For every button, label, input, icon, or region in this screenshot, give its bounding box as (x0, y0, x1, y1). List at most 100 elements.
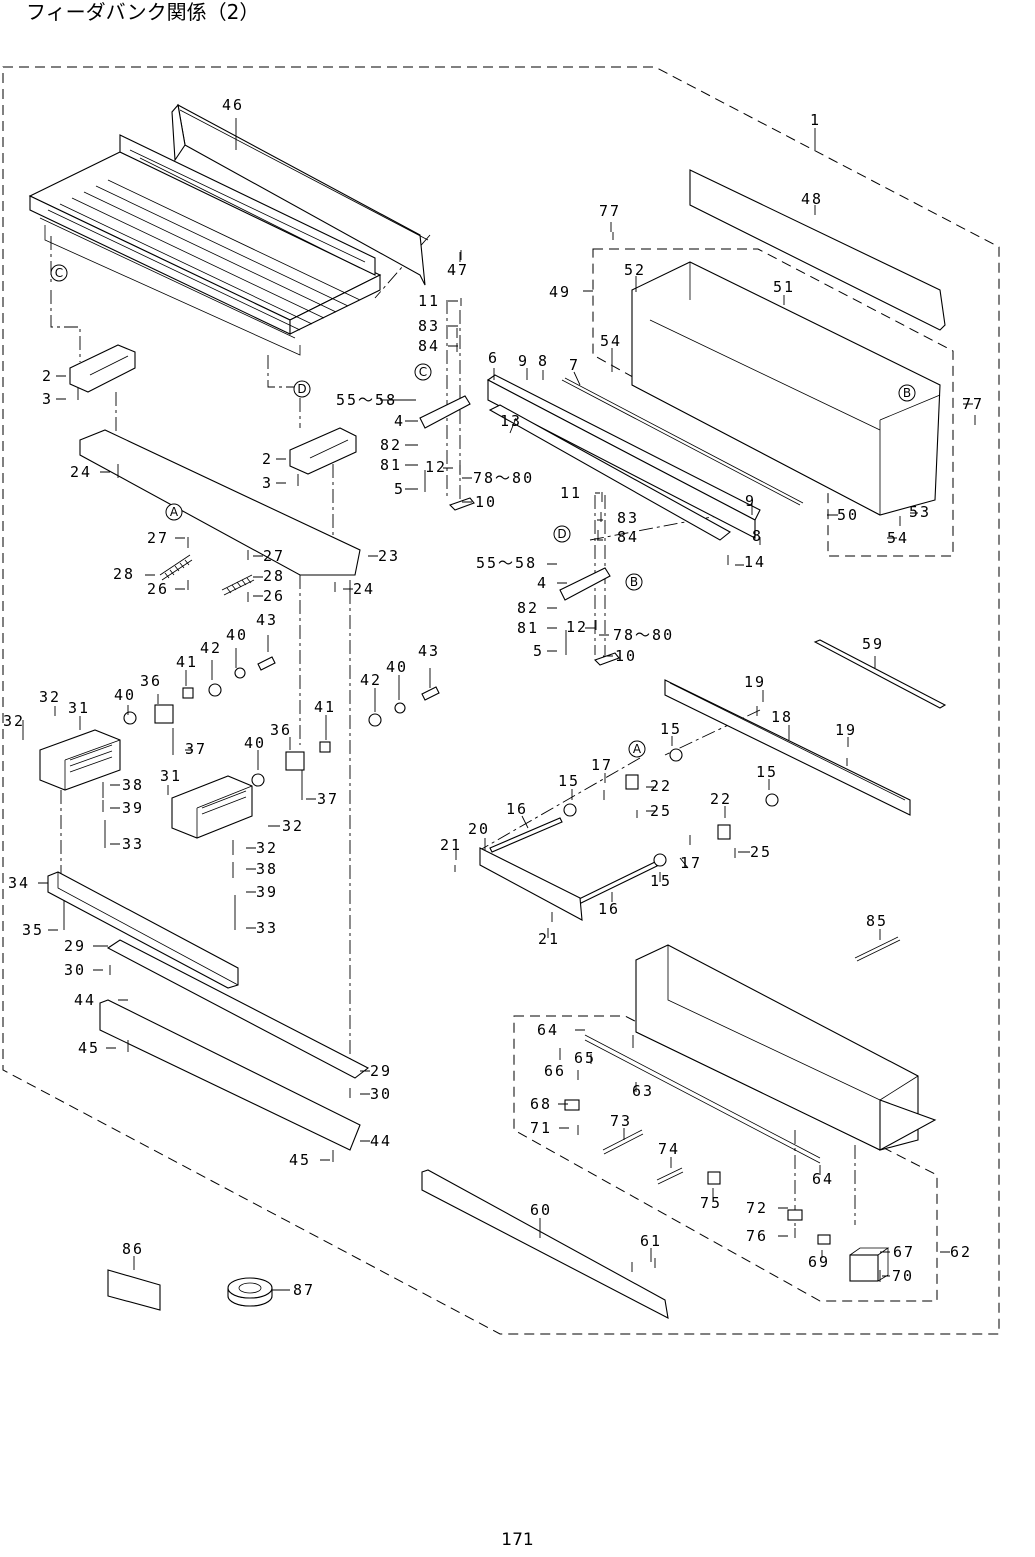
part-label: 2 (262, 450, 273, 468)
part-label: 38 (256, 860, 278, 878)
part-label: 28 (113, 565, 135, 583)
part-label: 51 (773, 278, 795, 296)
tape-87-part (227, 1277, 273, 1307)
part-label: 4 (537, 574, 548, 592)
bracket-22b (717, 824, 731, 840)
rod-85-part (854, 936, 901, 962)
bracket-22a (625, 774, 639, 790)
part-label: 86 (122, 1240, 144, 1258)
part-label: 24 (70, 463, 92, 481)
part-label: 27 (147, 529, 169, 547)
clip-75 (707, 1171, 721, 1185)
part-label: 21 (538, 930, 560, 948)
part-label: 42 (360, 671, 382, 689)
ref-marker-A-a: A (165, 503, 183, 521)
part-labels: 46 1 48 77 47 52 49 51 11 83 84 54 6 9 8… (3, 96, 982, 1299)
main-frame-part (28, 134, 382, 356)
part-label: 69 (808, 1253, 830, 1271)
part-label: 81 (517, 619, 539, 637)
part-label: 38 (122, 776, 144, 794)
part-label: 15 (650, 872, 672, 890)
part-label: 62 (950, 1243, 972, 1261)
shaft-16b-part (576, 861, 658, 905)
part-label: 9 (518, 352, 529, 370)
part-label: 50 (837, 506, 859, 524)
part-label: 31 (160, 767, 182, 785)
part-label: 68 (530, 1095, 552, 1113)
plate-10a-part (448, 497, 475, 511)
part-label: 40 (114, 686, 136, 704)
part-label: 32 (39, 688, 61, 706)
part-label: 5 (533, 642, 544, 660)
rod-7-part (561, 377, 804, 506)
ref-marker-B-b: B (625, 573, 643, 591)
svg-text:D: D (297, 382, 306, 396)
part-label: 30 (370, 1085, 392, 1103)
part-label: 12 (425, 458, 447, 476)
plate-4a-part (419, 395, 471, 429)
part-label: 83 (617, 509, 639, 527)
part-label: 42 (200, 639, 222, 657)
bracket-36-left (154, 704, 174, 724)
part-label: 19 (744, 673, 766, 691)
ref-marker-D-b: D (553, 525, 571, 543)
plate-20-part (479, 847, 583, 921)
bar-34-part (47, 871, 239, 989)
svg-text:A: A (170, 505, 179, 519)
part-label: 45 (289, 1151, 311, 1169)
part-label: 77 (599, 202, 621, 220)
part-label: 23 (378, 547, 400, 565)
part-label: 67 (893, 1243, 915, 1261)
rod-74-part (656, 1167, 684, 1185)
part-label: 29 (64, 937, 86, 955)
roller-15d (653, 853, 667, 867)
part-label: 40 (386, 658, 408, 676)
part-label: 70 (892, 1267, 914, 1285)
plate-4b-part (559, 567, 611, 601)
part-label: 84 (418, 337, 440, 355)
part-label: 22 (710, 790, 732, 808)
fitting-69 (817, 1234, 831, 1245)
part-label: 28 (263, 567, 285, 585)
part-label: 36 (140, 672, 162, 690)
part-label: 66 (544, 1062, 566, 1080)
plate-60-part (421, 1169, 669, 1319)
part-label: 1 (810, 111, 821, 129)
housing-62-part (635, 944, 937, 1151)
svg-text:C: C (55, 266, 63, 280)
rod-63-part (584, 1034, 821, 1164)
part-label: 33 (122, 835, 144, 853)
part-label: 55～58 (336, 391, 397, 409)
roller-15a (669, 748, 683, 762)
part-label: 26 (147, 580, 169, 598)
part-label: 22 (650, 777, 672, 795)
ref-marker-C-b: C (414, 363, 432, 381)
part-label: 6 (488, 349, 499, 367)
part-label: 44 (370, 1132, 392, 1150)
part-label: 82 (380, 436, 402, 454)
valve-67-part (849, 1247, 890, 1282)
part-label: 73 (610, 1112, 632, 1130)
part-label: 78～80 (613, 626, 674, 644)
part-label: 36 (270, 721, 292, 739)
part-label: 39 (256, 883, 278, 901)
part-label: 64 (812, 1170, 834, 1188)
ref-marker-D-a: D (293, 380, 311, 398)
part-label: 52 (624, 261, 646, 279)
svg-text:A: A (633, 742, 642, 756)
part-label: 82 (517, 599, 539, 617)
spring-28-left (159, 554, 193, 581)
part-label: 60 (530, 1201, 552, 1219)
part-label: 59 (862, 635, 884, 653)
shaft-16a-part (489, 817, 563, 853)
assembly-boundary (2, 66, 1000, 1335)
page-number: 171 (501, 1530, 534, 1550)
part-label: 83 (418, 317, 440, 335)
part-label: 43 (418, 642, 440, 660)
bracket-36-right (285, 751, 305, 771)
part-label: 41 (176, 653, 198, 671)
part-label: 49 (549, 283, 571, 301)
part-label: 65 (574, 1049, 596, 1067)
part-label: 13 (500, 412, 522, 430)
guide-2-left-part (69, 344, 136, 393)
